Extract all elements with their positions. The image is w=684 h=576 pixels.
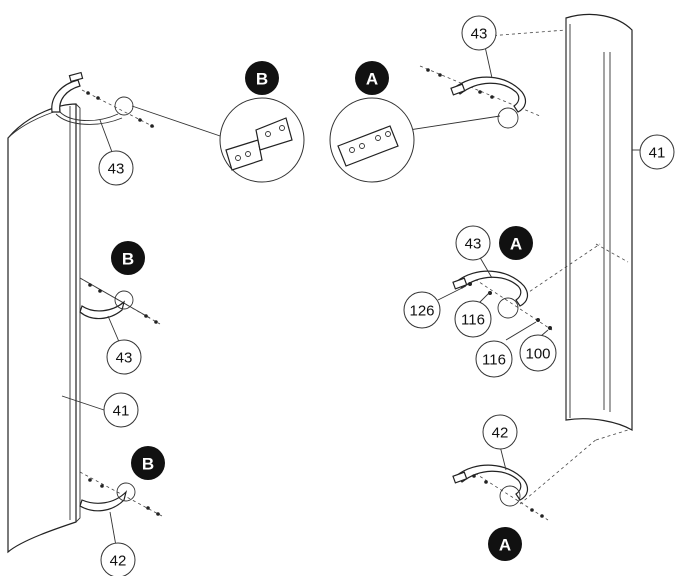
svg-text:41: 41 <box>113 403 130 420</box>
callout-41-left: 41 <box>103 392 139 428</box>
left-bottom-bracket <box>79 471 163 517</box>
svg-text:42: 42 <box>110 553 127 570</box>
detail-b-view <box>131 97 305 183</box>
svg-text:43: 43 <box>116 350 133 367</box>
callout-42-left: 42 <box>100 542 136 576</box>
svg-text:B: B <box>142 455 154 474</box>
svg-text:43: 43 <box>465 236 482 253</box>
svg-text:B: B <box>122 250 134 269</box>
callout-43-left-mid: 43 <box>106 339 142 375</box>
badge-a-detail: A <box>355 61 389 95</box>
svg-text:100: 100 <box>525 346 550 363</box>
callout-43-right-top: 43 <box>461 15 497 51</box>
callout-100: 100 <box>519 334 557 372</box>
callout-116-b: 116 <box>475 340 513 378</box>
callout-43-left-top: 43 <box>98 150 134 186</box>
callout-116-a: 116 <box>454 300 492 338</box>
svg-text:43: 43 <box>471 26 488 43</box>
svg-text:A: A <box>499 536 511 555</box>
callout-42-right: 42 <box>482 414 518 450</box>
svg-text:A: A <box>366 70 378 89</box>
right-column-panel <box>565 13 633 432</box>
badge-b-detail: B <box>245 61 279 95</box>
svg-text:116: 116 <box>482 352 506 369</box>
svg-text:A: A <box>510 235 522 254</box>
callout-126: 126 <box>403 291 441 329</box>
badge-b-left-mid: B <box>111 241 145 275</box>
left-column-panel <box>7 103 81 554</box>
svg-text:41: 41 <box>649 145 666 162</box>
callout-43-right-mid: 43 <box>455 225 491 261</box>
badge-a-right-bottom: A <box>488 527 522 561</box>
svg-text:43: 43 <box>108 161 125 178</box>
callout-41-right: 41 <box>639 134 675 170</box>
svg-text:126: 126 <box>409 303 434 320</box>
right-mid-bracket <box>452 243 629 331</box>
left-mid-bracket <box>79 277 161 325</box>
right-top-bracket <box>419 29 567 129</box>
detail-a-view <box>329 97 501 183</box>
svg-text:116: 116 <box>461 312 485 329</box>
svg-text:42: 42 <box>492 425 509 442</box>
badge-a-right-mid: A <box>499 226 533 260</box>
badge-b-left-bottom: B <box>131 446 165 480</box>
right-bottom-bracket <box>452 429 629 521</box>
svg-text:B: B <box>256 70 268 89</box>
left-top-bracket <box>51 71 157 129</box>
